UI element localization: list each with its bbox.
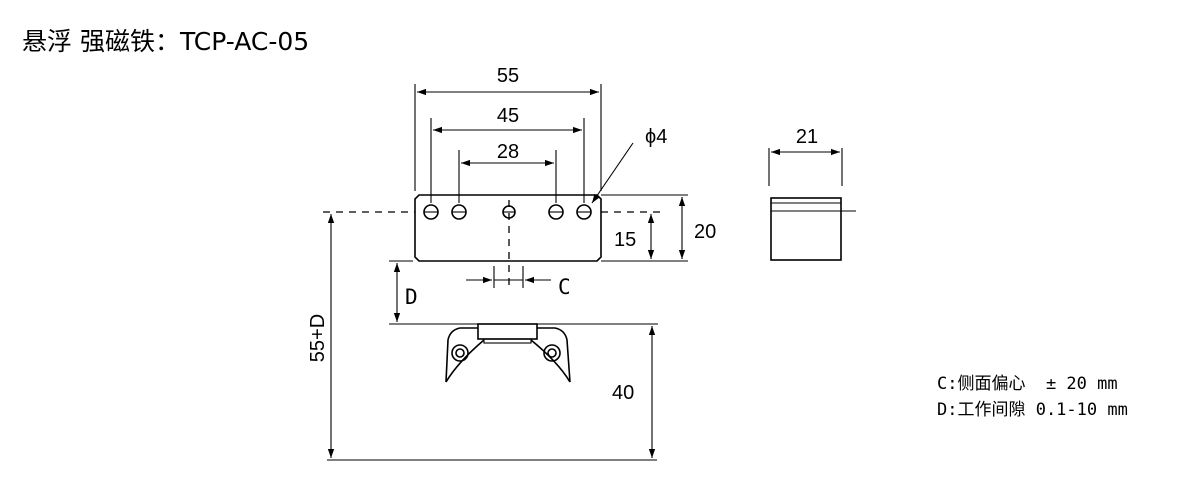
dimension-c: C — [466, 266, 571, 299]
dimension-40: 40 — [537, 323, 658, 458]
note-d: D:工作间隙 0.1-10 mm — [937, 400, 1128, 420]
phi-4-label: ϕ4 — [645, 126, 667, 148]
dimension-d: D — [389, 260, 478, 325]
dim-55-plus-d-label: 55+D — [307, 314, 329, 362]
dim-40-label: 40 — [612, 382, 634, 404]
dimension-55-plus-d: 55+D — [307, 214, 657, 461]
magnet-side-view: 21 — [768, 126, 856, 261]
dim-c-label: C — [558, 275, 571, 299]
dimension-55: 55 — [414, 65, 602, 191]
dim-21-label: 21 — [796, 126, 818, 148]
mounting-holes — [423, 204, 592, 220]
dim-55-label: 55 — [497, 65, 519, 87]
mounting-bracket — [445, 323, 571, 383]
dim-15-label: 15 — [614, 229, 636, 251]
dimension-28: 28 — [458, 141, 557, 203]
dim-28-label: 28 — [497, 141, 519, 163]
hole-diameter-callout: ϕ4 — [591, 126, 667, 204]
dimension-15: 15 — [614, 214, 655, 259]
dim-d-label: D — [405, 285, 418, 309]
dim-45-label: 45 — [497, 105, 519, 127]
bracket-hole-left — [451, 344, 469, 362]
page-title: 悬浮 强磁铁：TCP-AC-05 — [22, 27, 309, 56]
dim-20-label: 20 — [694, 221, 716, 243]
magnet-front-view — [414, 194, 602, 290]
notes: C:侧面偏心 ± 20 mm D:工作间隙 0.1-10 mm — [937, 374, 1128, 420]
dimension-45: 45 — [430, 105, 585, 203]
note-c: C:侧面偏心 ± 20 mm — [937, 374, 1118, 394]
bracket-hole-right — [543, 344, 561, 362]
dimension-20: 20 — [601, 194, 716, 262]
